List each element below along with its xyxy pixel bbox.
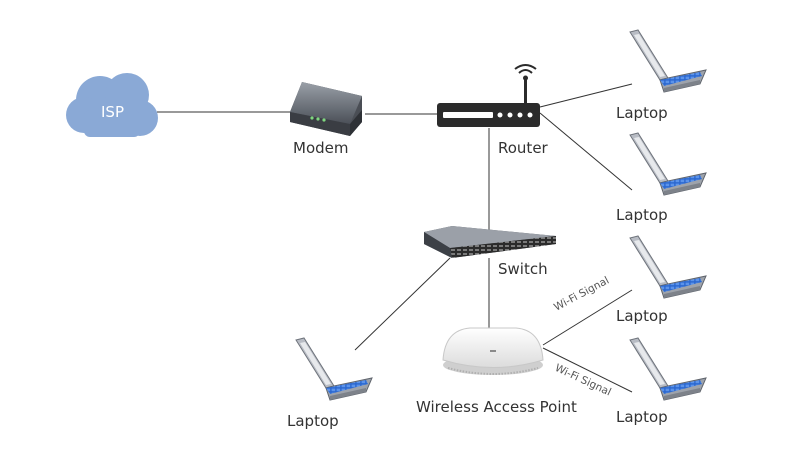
laptop-label: Laptop [287, 412, 339, 430]
modem-label: Modem [293, 139, 349, 157]
router-laptop2-link [539, 112, 633, 191]
switch-label: Switch [498, 260, 548, 278]
laptop-label: Laptop [616, 206, 668, 224]
connection-lines [157, 83, 633, 393]
laptop-icon [629, 132, 707, 196]
router-laptop1-link [539, 83, 633, 108]
router-icon [437, 64, 540, 127]
wireless-access-point-icon [442, 327, 544, 375]
router-label: Router [498, 139, 548, 157]
isp-cloud-icon [66, 73, 158, 137]
laptop-icon [629, 337, 707, 401]
access-point-label: Wireless Access Point [416, 398, 577, 416]
laptop-label: Laptop [616, 307, 668, 325]
laptop-label: Laptop [616, 408, 668, 426]
isp-label: ISP [101, 103, 124, 121]
ap-laptop3-link [542, 289, 633, 346]
laptop-icon [629, 29, 707, 93]
switch-icon [424, 226, 556, 258]
laptop-icon [295, 337, 373, 401]
ap-laptop4-link [542, 347, 633, 393]
laptop-icon [629, 235, 707, 299]
laptop-label: Laptop [616, 104, 668, 122]
modem-icon [290, 82, 362, 136]
switch-laptop5-link [354, 257, 451, 351]
